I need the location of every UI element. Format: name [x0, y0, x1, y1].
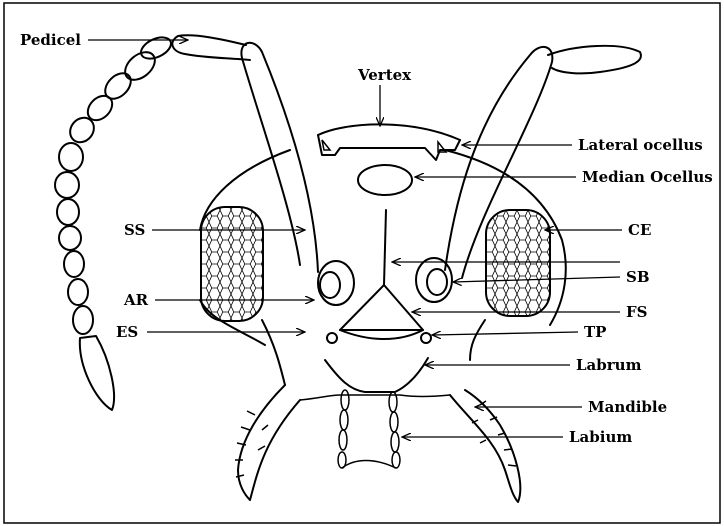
antenna-left — [55, 33, 318, 410]
label-es-text: ES — [116, 323, 138, 341]
lateral-ocellus-left — [322, 140, 330, 150]
compound-eye-right — [486, 210, 550, 316]
label-vertex-text: Vertex — [357, 66, 412, 84]
label-mandible: Mandible — [475, 398, 667, 416]
label-lateral-ocellus-text: Lateral ocellus — [578, 136, 703, 154]
label-sb-text: SB — [626, 268, 650, 286]
mandible-left — [235, 385, 300, 500]
label-tp-text: TP — [584, 323, 606, 341]
flagellum-segments — [55, 33, 174, 410]
label-median-ocellus-text: Median Ocellus — [582, 168, 713, 186]
label-es: ES — [116, 323, 305, 341]
label-pedicel-text: Pedicel — [20, 31, 81, 49]
label-fs-text: FS — [626, 303, 647, 321]
median-ocellus — [358, 165, 412, 195]
label-labium-text: Labium — [569, 428, 632, 446]
labrum — [325, 358, 428, 392]
tentorial-pit-left — [327, 333, 337, 343]
label-labrum-text: Labrum — [576, 356, 642, 374]
label-ss-text: SS — [124, 221, 145, 239]
label-vertex: Vertex — [357, 66, 412, 126]
label-tp: TP — [432, 323, 606, 341]
label-lateral-ocellus: Lateral ocellus — [462, 136, 703, 154]
tentorial-pit-right — [421, 333, 431, 343]
label-pedicel: Pedicel — [20, 31, 188, 49]
label-mandible-text: Mandible — [588, 398, 667, 416]
labium — [300, 390, 450, 468]
antennal-socket-left — [318, 261, 354, 305]
compound-eye-left — [201, 207, 263, 321]
label-ce-text: CE — [628, 221, 651, 239]
label-ar-text: AR — [123, 291, 149, 309]
label-labrum: Labrum — [425, 356, 642, 374]
label-median-ocellus: Median Ocellus — [415, 168, 713, 186]
vertex-crown — [318, 124, 460, 160]
label-labium: Labium — [402, 428, 632, 446]
